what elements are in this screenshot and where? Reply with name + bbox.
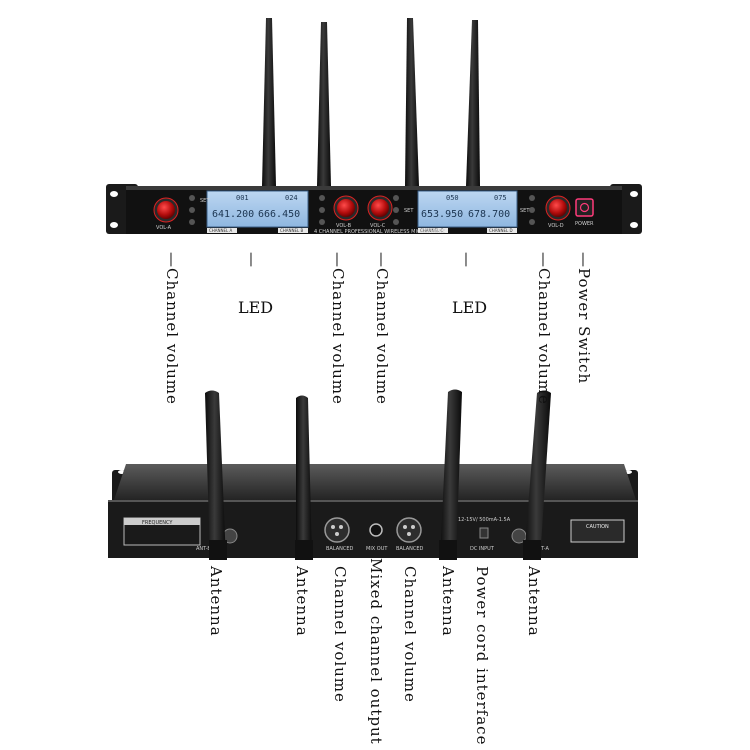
callout-mixed-channel-output: Mixed channel output [367,558,385,745]
nav-buttons[interactable] [189,195,535,225]
rack-hole [630,222,638,228]
rack-hole [110,222,118,228]
back-antenna-2 [296,395,312,560]
label-vol-b: VOL-B [336,223,352,229]
callout-dash: — [575,252,593,268]
back-antennas [205,389,551,560]
callout-channel-volume-b: —Channel volume [329,252,347,405]
lcd-right-freq-b: 678.700 [468,209,510,220]
callout-antenna-2: Antenna [293,566,311,637]
callout-antenna-1: Antenna [207,566,225,637]
knob-vol-a[interactable] [153,197,179,223]
caution-label-box [570,519,625,543]
lcd-left-freq-b: 666.450 [258,209,300,220]
xlr-connector-right[interactable] [396,517,422,543]
back-antenna-3 [440,389,462,560]
mix-out-jack[interactable] [369,523,383,537]
rack-hole [110,191,118,197]
callout-dash: — [373,252,391,268]
set-label-left: SET [200,198,210,204]
callout-led-left-dash: — [243,252,261,268]
lcd-right-ch-b: 075 [494,194,507,202]
power-icon [579,202,590,213]
front-antenna-3 [405,18,419,186]
dc-input-jack[interactable] [479,527,489,539]
balanced-left-label: BALANCED [326,546,354,552]
knob-vol-c[interactable] [367,195,393,221]
knob-vol-b[interactable] [333,195,359,221]
channel-tag-a: CHANNEL A [209,228,233,233]
caution-label: CAUTION [586,524,609,530]
label-vol-a: VOL-A [156,225,172,231]
back-top-cover [114,464,636,500]
balanced-right-label: BALANCED [396,546,424,552]
ant-b-label: ANT-B [196,546,211,552]
callout-channel-volume-back-left: Channel volume [331,566,349,703]
front-antenna-2 [317,22,331,186]
dc-input-label: DC INPUT [470,546,495,552]
rack-hole [630,191,638,197]
callout-led-right-dash: — [458,252,476,268]
lcd-left-ch-a: 001 [236,194,249,202]
callout-channel-volume-back-right: Channel volume [401,566,419,703]
callout-dash: — [535,252,553,268]
power-label: POWER [575,221,594,227]
lcd-left-ch-b: 024 [285,194,298,202]
dc-rating-label: 12-15V/ 500mA-1.5A [458,517,511,523]
callout-power-switch: —Power Switch [575,252,593,385]
lcd-right-ch-a: 050 [446,194,459,202]
channel-tag-b: CHANNEL B [280,228,304,233]
set-label-right: SET [520,208,530,214]
lcd-left [206,190,309,228]
front-antenna-4 [466,20,480,186]
ant-a-label: ANT-A [534,546,549,552]
knob-vol-d[interactable] [545,195,571,221]
front-antennas [262,18,480,186]
mix-out-label: MIX OUT [366,546,388,552]
back-antenna-1 [205,390,226,560]
channel-tag-d: CHANNEL D [489,228,513,233]
frequency-label: FREQUENCY [142,520,173,526]
callout-led-left: LED [238,298,274,317]
callout-antenna-4: Antenna [525,566,543,637]
lcd-right-freq-a: 653.950 [421,209,463,220]
xlr-connector-left[interactable] [324,517,350,543]
callout-dash: — [163,252,181,268]
power-button[interactable] [575,198,594,217]
callout-dash: — [329,252,347,268]
front-title-strip: 4 CHANNEL PROFESSIONAL WIRELESS MICROPHO… [314,229,445,235]
front-antenna-1 [262,18,276,186]
lcd-right [417,190,518,228]
label-vol-d: VOL-D [548,223,564,229]
callout-channel-volume-a: —Channel volume [163,252,181,405]
callout-channel-volume-d: —Channel volume [535,252,553,405]
label-vol-c: VOL-C [370,223,386,229]
back-antenna-4 [524,390,551,560]
lcd-left-freq-a: 641.200 [212,209,254,220]
callout-channel-volume-c: —Channel volume [373,252,391,405]
callout-power-cord-interface: Power cord interface [473,566,491,746]
set-label-mid: SET [404,208,414,214]
callout-led-right: LED [452,298,488,317]
channel-tag-c: CHANNEL C [420,228,444,233]
callout-antenna-3: Antenna [439,566,457,637]
